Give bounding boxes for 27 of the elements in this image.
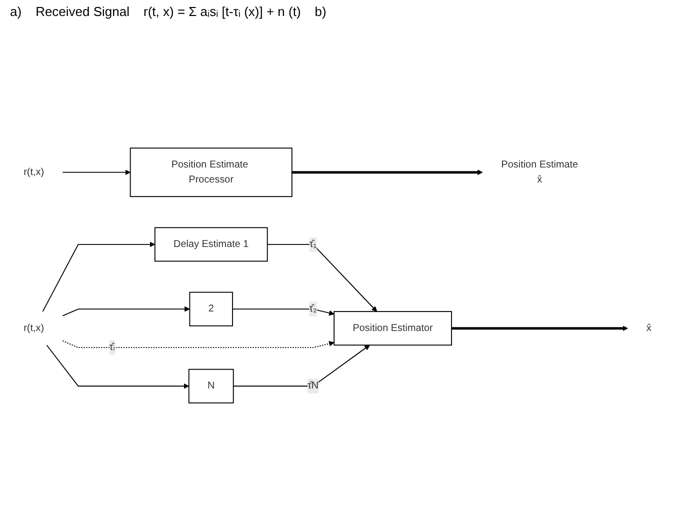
node-box: N — [188, 368, 234, 404]
node-box: Position Estimate Processor — [130, 148, 292, 198]
arrow — [232, 344, 370, 387]
node-text: Position Estimate x̂ — [501, 159, 578, 185]
arrow — [62, 170, 131, 176]
diagram-label: Received Signal — [36, 4, 130, 19]
arrow — [452, 326, 628, 332]
node-text: x̂ — [646, 322, 652, 334]
node-text: r(t,x) — [24, 166, 44, 178]
node-box: Delay Estimate 1 — [154, 227, 268, 262]
diagram-label: b) — [314, 4, 326, 19]
diagram-label: r(t, x) = Σ aᵢsᵢ [t-τᵢ (x)] + n (t) — [144, 4, 301, 19]
arrow — [232, 308, 334, 316]
arrow — [292, 170, 483, 176]
diagram-label: a) — [10, 4, 22, 19]
node-text: r(t,x) — [24, 322, 44, 334]
arrow — [46, 344, 190, 389]
arrow — [62, 306, 190, 316]
node-box: 2 — [189, 292, 233, 326]
node-box: Position Estimator — [334, 311, 452, 346]
arrow — [266, 244, 378, 312]
arrow — [42, 242, 156, 312]
edge-label: τ̂₁ — [309, 238, 317, 250]
edge-label: τ̂ᵢ — [109, 342, 115, 353]
edge-label: τ̂N — [307, 380, 319, 392]
edge-label: τ̂₂ — [309, 303, 317, 314]
arrow — [62, 340, 334, 348]
